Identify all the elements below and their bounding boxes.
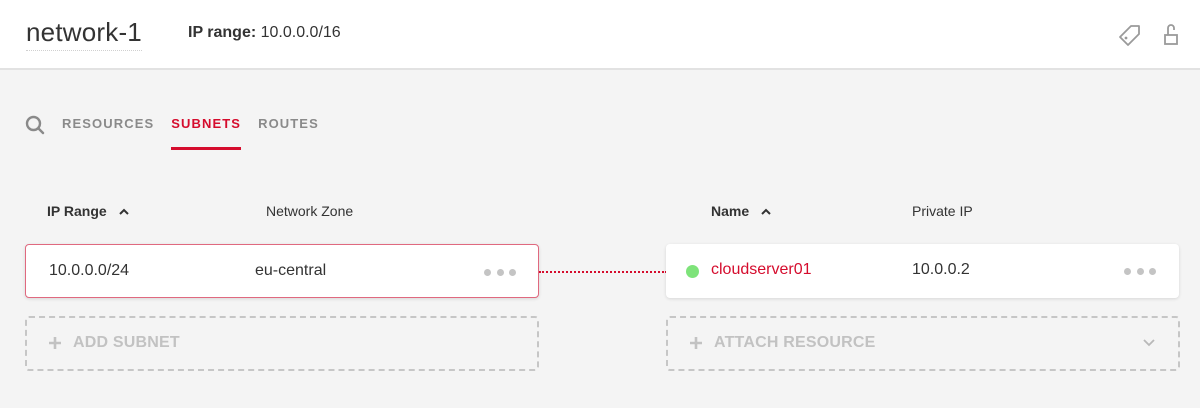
- column-label: IP Range: [47, 203, 107, 219]
- subnet-row[interactable]: 10.0.0.0/24 eu-central: [25, 244, 539, 298]
- tab-bar: RESOURCES SUBNETS ROUTES: [24, 108, 336, 150]
- server-private-ip: 10.0.0.2: [912, 261, 970, 278]
- tab-resources[interactable]: RESOURCES: [62, 116, 155, 131]
- ip-range-info: IP range: 10.0.0.0/16: [188, 24, 341, 42]
- network-name-title[interactable]: network-1: [26, 17, 142, 51]
- attach-resource-dropdown[interactable]: ATTACH RESOURCE: [666, 316, 1180, 371]
- more-options-icon[interactable]: [484, 269, 516, 277]
- column-header-ip-range[interactable]: IP Range: [47, 203, 129, 219]
- column-header-private-ip[interactable]: Private IP: [912, 203, 973, 219]
- plus-icon: [690, 337, 702, 349]
- tag-icon[interactable]: [1115, 20, 1145, 50]
- column-label: Name: [711, 203, 750, 219]
- tab-subnets[interactable]: SUBNETS: [171, 108, 241, 150]
- ip-range-label: IP range:: [188, 24, 257, 41]
- plus-icon: [49, 337, 61, 349]
- tab-routes[interactable]: ROUTES: [258, 116, 319, 131]
- add-subnet-label: ADD SUBNET: [73, 334, 180, 351]
- ip-range-value: 10.0.0.0/16: [260, 24, 341, 41]
- status-running-icon: [686, 265, 699, 278]
- resource-row[interactable]: cloudserver01 10.0.0.2: [666, 244, 1179, 298]
- chevron-up-icon: [118, 208, 129, 216]
- subnet-network-zone: eu-central: [255, 262, 327, 279]
- attach-resource-label: ATTACH RESOURCE: [714, 334, 876, 351]
- subnet-ip-range: 10.0.0.0/24: [49, 262, 130, 279]
- more-options-icon[interactable]: [1124, 268, 1156, 276]
- server-name-link[interactable]: cloudserver01: [711, 261, 812, 278]
- chevron-down-icon: [1143, 339, 1155, 347]
- column-header-name[interactable]: Name: [711, 203, 771, 219]
- column-header-network-zone[interactable]: Network Zone: [266, 203, 354, 219]
- network-header: network-1 IP range: 10.0.0.0/16: [0, 0, 1200, 70]
- search-icon[interactable]: [24, 114, 46, 136]
- chevron-up-icon: [761, 208, 771, 216]
- subnet-resource-connector: [539, 271, 667, 273]
- add-subnet-button[interactable]: ADD SUBNET: [25, 316, 539, 371]
- unlock-icon[interactable]: [1156, 20, 1186, 50]
